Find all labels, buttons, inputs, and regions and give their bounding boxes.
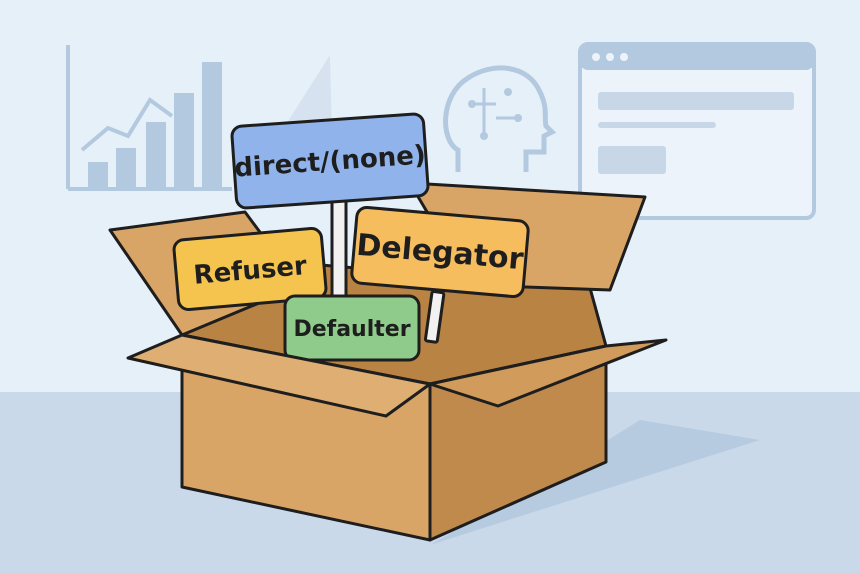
box-shadow bbox=[430, 420, 760, 545]
sign-defaulter: Defaulter bbox=[283, 294, 421, 362]
bar-chart-icon bbox=[66, 45, 332, 191]
sign-defaulter-label: Defaulter bbox=[293, 317, 410, 342]
sign-refuser: Refuser bbox=[172, 227, 328, 311]
head-circuit-icon bbox=[443, 65, 557, 172]
sign-direct-none: direct/(none) bbox=[230, 112, 430, 210]
box-front-right-flap bbox=[428, 338, 668, 408]
box-front-left-flap bbox=[126, 333, 432, 418]
sign-delegator: Delegator bbox=[350, 205, 530, 299]
browser-window-icon bbox=[578, 42, 816, 220]
